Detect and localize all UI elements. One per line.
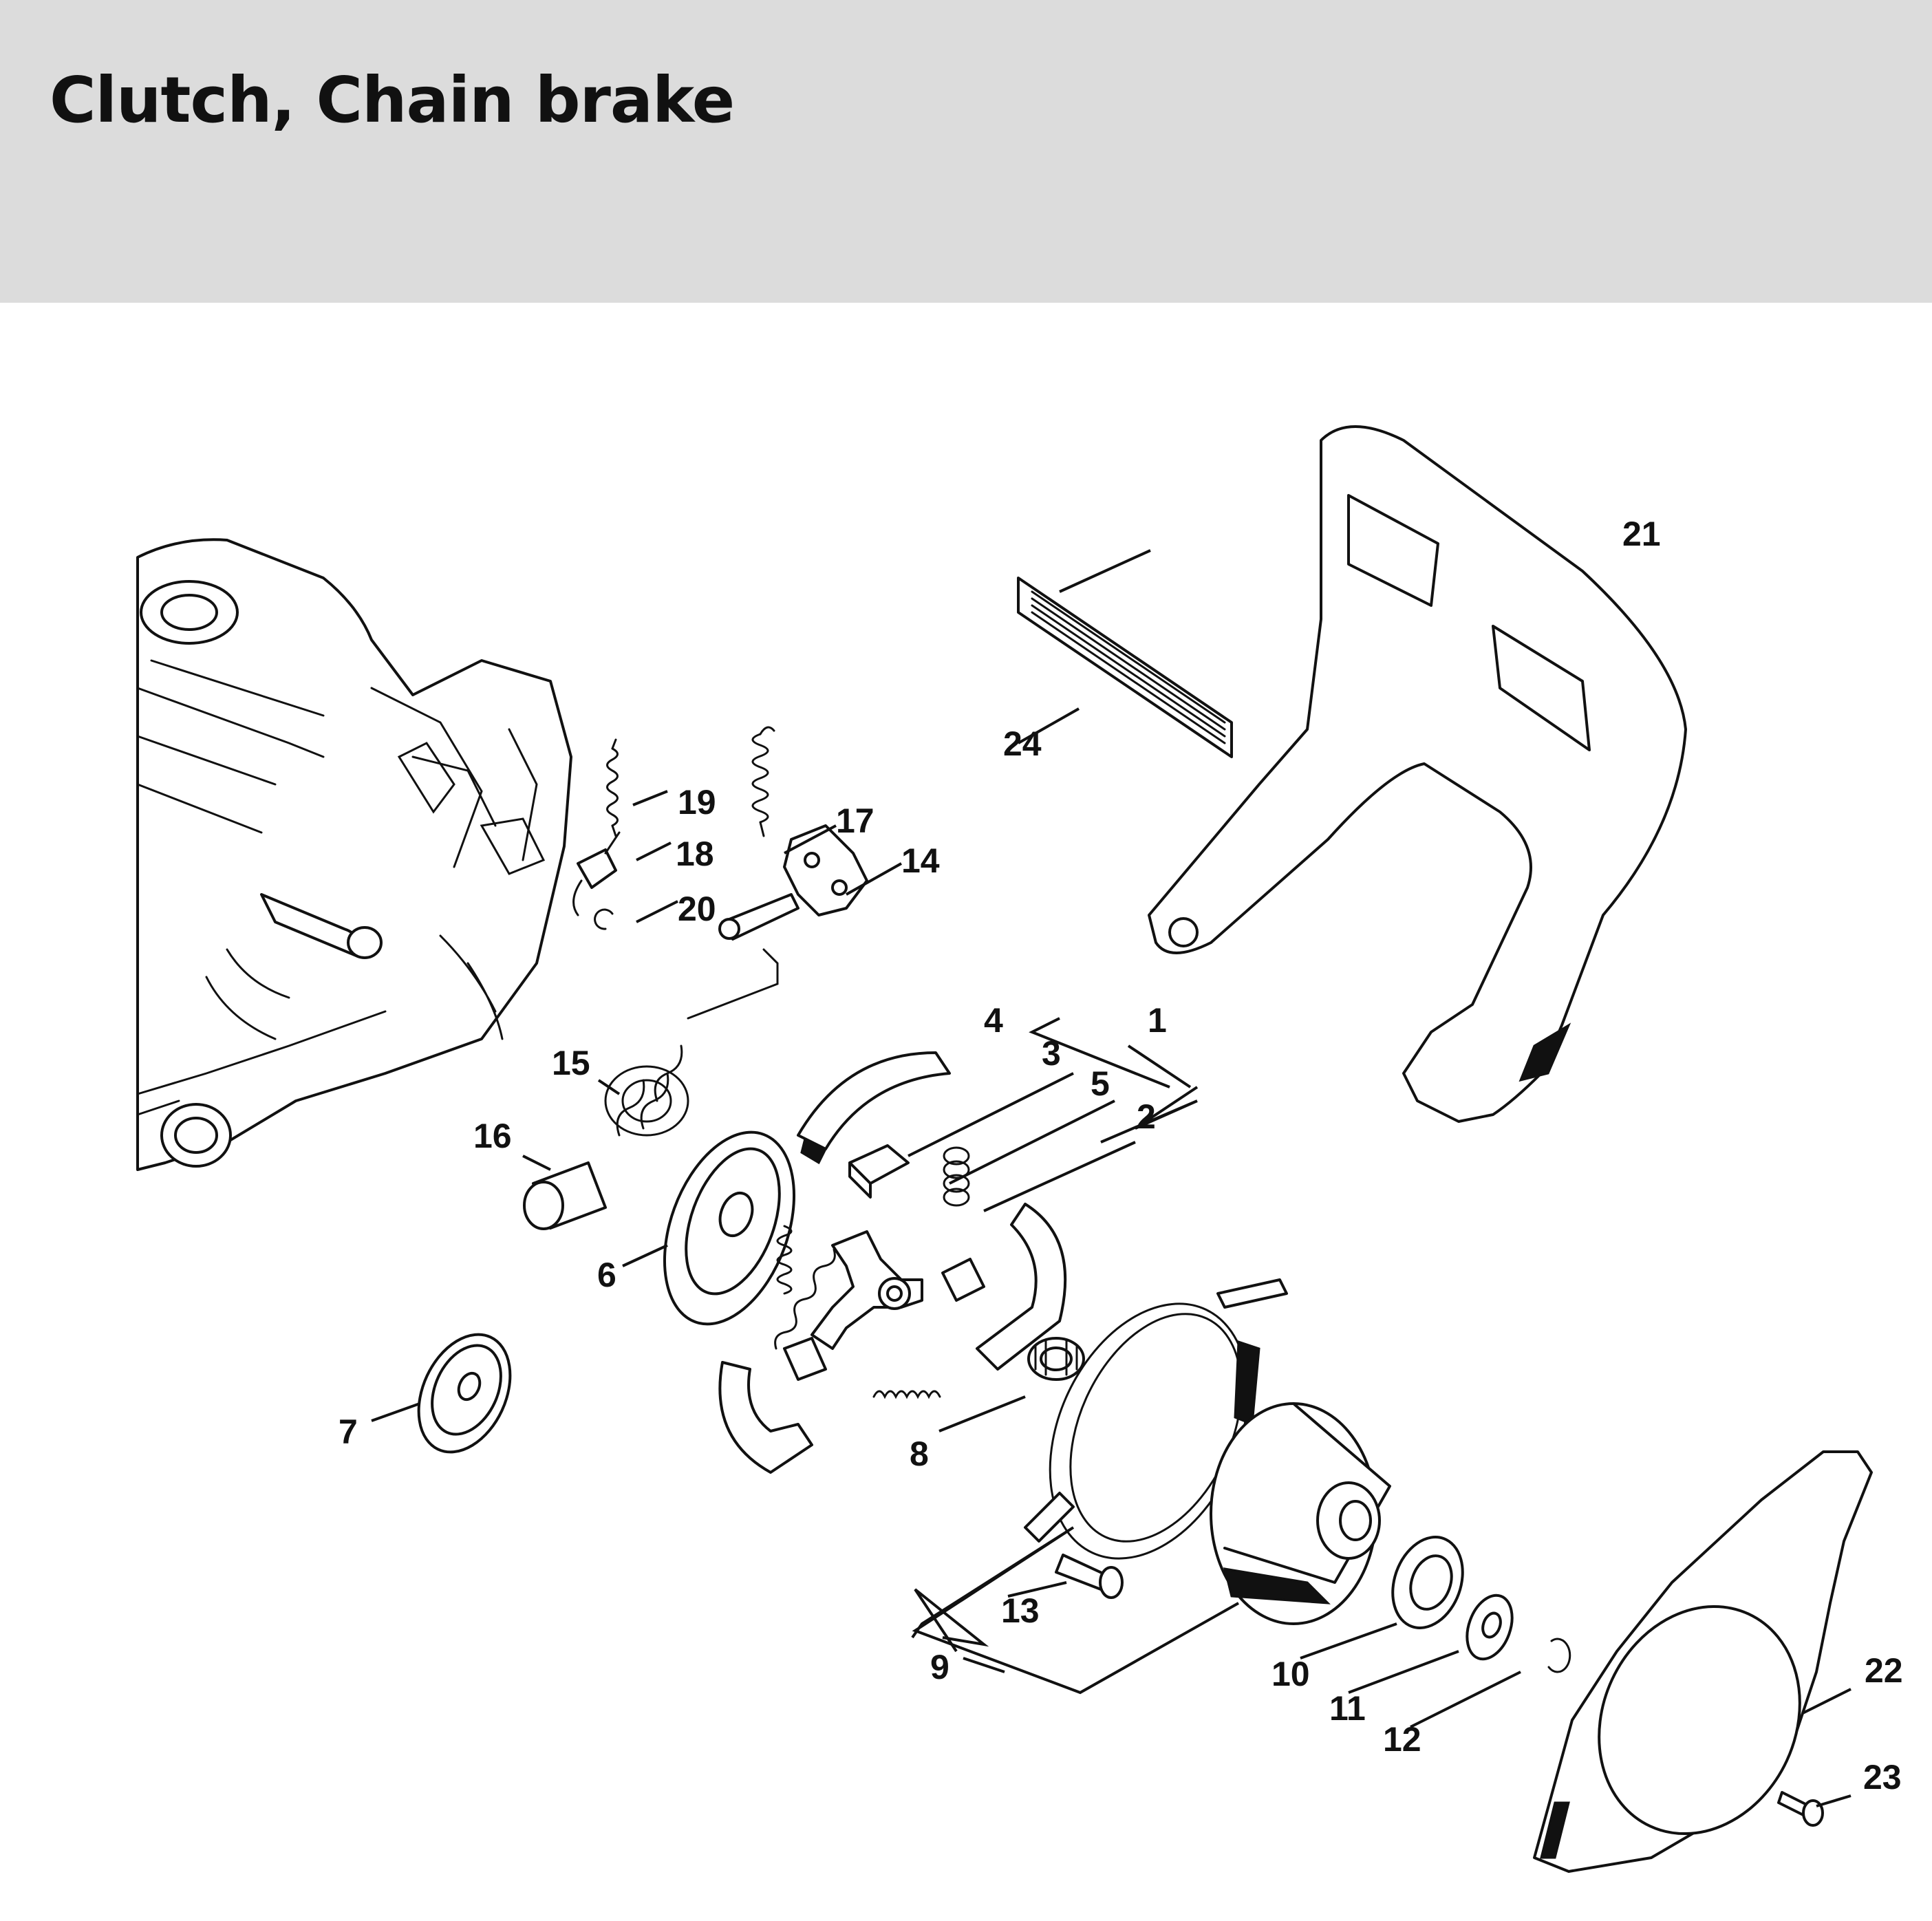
shoe-3-drawing — [848, 1144, 910, 1199]
spring-mid-drawing — [774, 1225, 836, 1350]
clutch-drum-10-drawing — [1210, 1402, 1391, 1625]
needle-cage-8-drawing — [1027, 1337, 1085, 1381]
lever-14-drawing — [718, 824, 868, 941]
callout-20[interactable]: 20 — [678, 890, 716, 928]
callout-19[interactable]: 19 — [678, 783, 716, 822]
callout-7[interactable]: 7 — [339, 1413, 358, 1451]
callout-10[interactable]: 10 — [1271, 1655, 1310, 1693]
washer-6-drawing — [663, 1130, 796, 1326]
callout-6[interactable]: 6 — [597, 1256, 616, 1294]
callout-1[interactable]: 1 — [1148, 1001, 1167, 1040]
callout-2[interactable]: 2 — [1137, 1097, 1156, 1136]
callout-11[interactable]: 11 — [1329, 1689, 1366, 1728]
callout-13[interactable]: 13 — [1001, 1591, 1040, 1630]
callout-24[interactable]: 24 — [1003, 725, 1042, 763]
sprocket-cover-22-drawing — [1533, 1450, 1873, 1873]
callout-4[interactable]: 4 — [984, 1001, 1003, 1040]
spring-lower-drawing — [872, 1390, 941, 1399]
callout-8[interactable]: 8 — [910, 1435, 929, 1473]
shoe-right-drawing — [941, 1203, 1067, 1371]
engine-housing-drawing — [136, 538, 572, 1171]
callout-17[interactable]: 17 — [836, 802, 874, 840]
callout-23[interactable]: 23 — [1863, 1758, 1902, 1796]
callout-15[interactable]: 15 — [552, 1044, 590, 1082]
spring-19-drawing — [606, 738, 619, 837]
spring-5-drawing — [943, 1146, 970, 1207]
screw-13-drawing — [1055, 1554, 1124, 1599]
spring-15-drawing — [604, 948, 779, 1137]
callout-16[interactable]: 16 — [473, 1117, 512, 1155]
hand-guard-21-drawing — [1148, 425, 1687, 1123]
leader-lines — [371, 549, 1852, 1807]
circlip-20-drawing — [594, 908, 614, 930]
page-title: Clutch, Chain brake — [50, 63, 735, 137]
circlip-drawing — [1547, 1638, 1571, 1673]
callout-22[interactable]: 22 — [1865, 1651, 1903, 1690]
callout-12[interactable]: 12 — [1383, 1720, 1421, 1759]
callout-5[interactable]: 5 — [1091, 1064, 1110, 1103]
washer-7-drawing — [417, 1333, 512, 1454]
clutch-shoe-4-drawing — [797, 1051, 951, 1165]
callout-18[interactable]: 18 — [676, 835, 714, 873]
callout-14[interactable]: 14 — [901, 841, 940, 880]
clutch-carrier-drawing — [811, 1230, 923, 1350]
screw-23-drawing — [1777, 1791, 1824, 1827]
callout-labels: 1 2 3 4 5 6 7 8 9 10 11 12 13 14 15 16 1… — [339, 515, 1903, 1796]
sprocket-11-drawing — [1391, 1536, 1464, 1629]
header-band: Clutch, Chain brake — [0, 0, 1932, 303]
callout-9[interactable]: 9 — [930, 1648, 949, 1686]
callout-21[interactable]: 21 — [1622, 515, 1661, 553]
callout-3[interactable]: 3 — [1042, 1034, 1061, 1073]
washer-12-drawing — [1466, 1593, 1514, 1661]
spring-17-drawing — [751, 726, 775, 837]
warning-plate-24-drawing — [1017, 577, 1233, 758]
part-18-drawing — [572, 831, 621, 916]
shoe-left-drawing — [718, 1337, 827, 1474]
sleeve-16-drawing — [523, 1161, 607, 1230]
